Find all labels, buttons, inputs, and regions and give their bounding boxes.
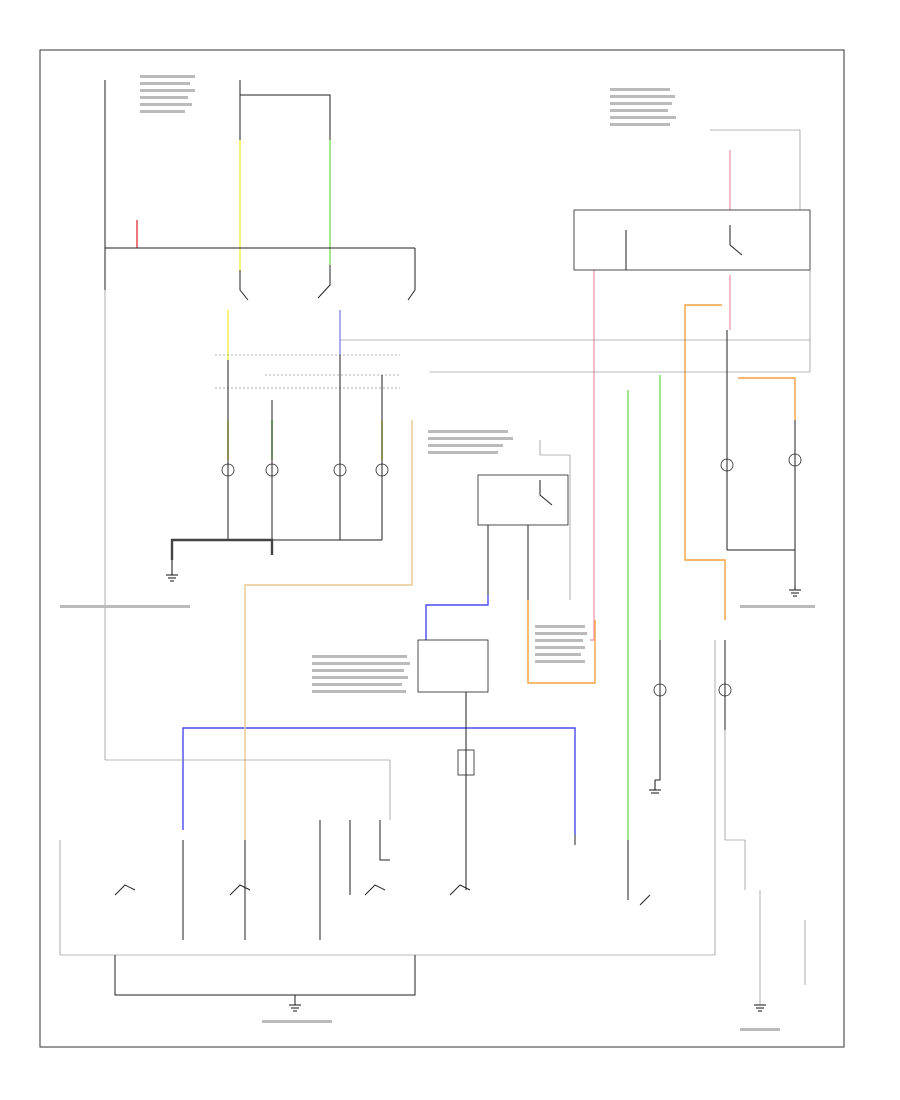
wire-pink (590, 270, 595, 641)
switch-bottom-a (114, 884, 136, 896)
wire-top-bridge (240, 94, 331, 140)
ground-right-head (789, 585, 801, 597)
dimmer-relay-box (477, 474, 569, 526)
flash-switch (407, 248, 416, 301)
headlight-switch-left (239, 270, 249, 301)
ground-bottom-right (754, 1004, 766, 1012)
relay-contact (729, 225, 743, 256)
wire-left-down (105, 759, 391, 820)
diagram-border (39, 49, 845, 1048)
right-headlight-low-bulb (333, 463, 347, 477)
headlight-relay-box (573, 209, 811, 271)
ground-left-head (166, 560, 178, 582)
left-headlight-high-bulb (265, 463, 279, 477)
right-lamp-1-bulb (720, 458, 734, 472)
switch-bottom-d (449, 884, 471, 896)
wire-bottom-5 (379, 820, 390, 861)
ground-rear-left (649, 780, 661, 794)
wire-rear-3 (655, 730, 661, 781)
bottom-dash-frame (59, 840, 716, 956)
wire-orange (527, 600, 596, 684)
right-headlight-high-bulb (375, 463, 389, 477)
dimmer-contact (539, 480, 553, 506)
right-lamp-2-bulb (788, 453, 802, 467)
wire-ground-bus (114, 955, 416, 996)
light-sensor-box (457, 749, 475, 776)
left-rear-lamp (653, 683, 667, 697)
control-module-box (417, 639, 489, 693)
wire-dimmer-top (539, 440, 571, 600)
wire-dark-ground-left (170, 538, 274, 560)
ground-bottom (289, 1004, 301, 1012)
label-clusters (60, 75, 815, 1031)
headlight-switch-right (317, 265, 331, 299)
wire-blue-main (182, 727, 576, 835)
wire-orange-2 (684, 304, 726, 620)
left-headlight-low-bulb (221, 463, 235, 477)
wire-tan (244, 420, 413, 840)
wire-rear-4 (724, 730, 746, 890)
switch-bottom-c (364, 884, 386, 896)
wire-blue-2 (425, 595, 489, 640)
wire-orange-3 (738, 377, 796, 420)
switch-bottom-b (229, 884, 251, 896)
wire-relay-top (710, 129, 801, 210)
switch-bottom-e (639, 894, 651, 906)
right-rear-lamp (718, 683, 732, 697)
